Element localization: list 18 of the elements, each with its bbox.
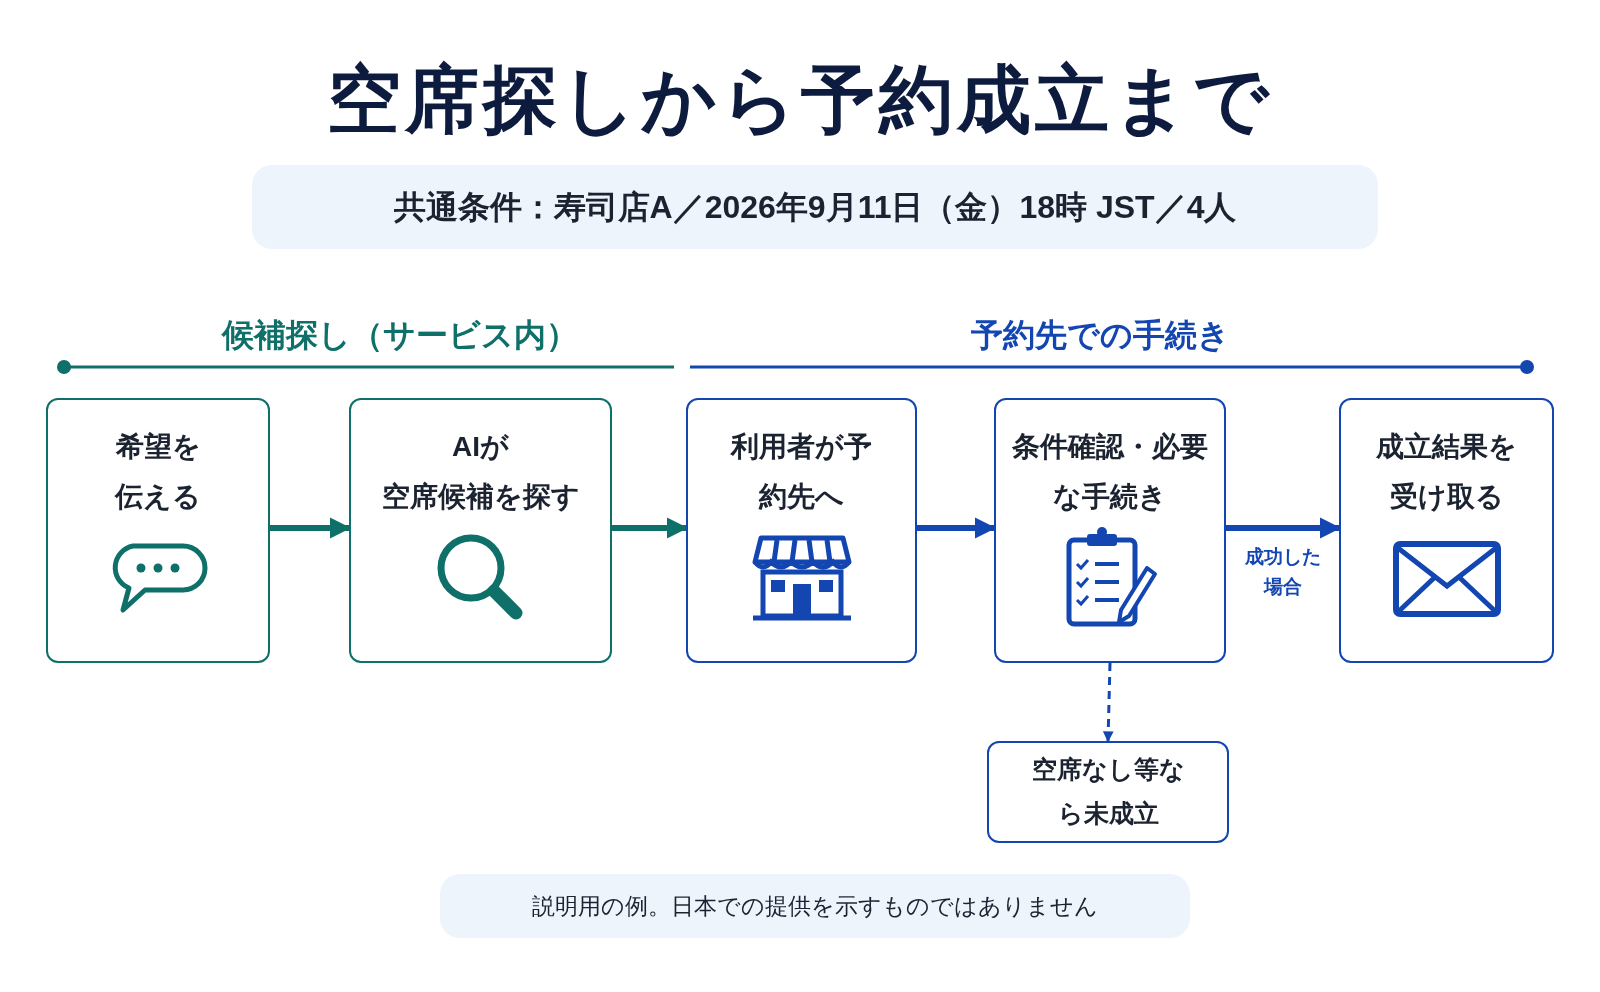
conditions-banner: 共通条件：寿司店A／2026年9月11日（金）18時 JST／4人 xyxy=(252,165,1378,249)
outcome-box xyxy=(987,741,1229,843)
dashed-arrow xyxy=(1102,662,1114,743)
step-card xyxy=(349,398,612,663)
step-text: AIが空席候補を探す xyxy=(380,430,581,514)
step-text: 希望を伝える xyxy=(113,430,202,514)
step-text: 条件確認・必要な手続き xyxy=(1011,430,1209,514)
title: 空席探しから予約成立まで xyxy=(326,57,1274,143)
section-heading: 候補探し（サービス内） xyxy=(220,316,579,355)
step-card xyxy=(686,398,917,663)
section-heading: 予約先での手続き xyxy=(969,316,1231,355)
step-card xyxy=(1339,398,1554,663)
step-text: 利用者が予約先へ xyxy=(729,430,873,514)
step-card xyxy=(994,398,1226,663)
step-card xyxy=(46,398,270,663)
disclaimer-note: 説明用の例。日本での提供を示すものではありません xyxy=(440,874,1190,938)
step-text: 空席なし等なら未成立 xyxy=(1030,754,1186,829)
step-text: 成立結果を受け取る xyxy=(1375,430,1518,514)
